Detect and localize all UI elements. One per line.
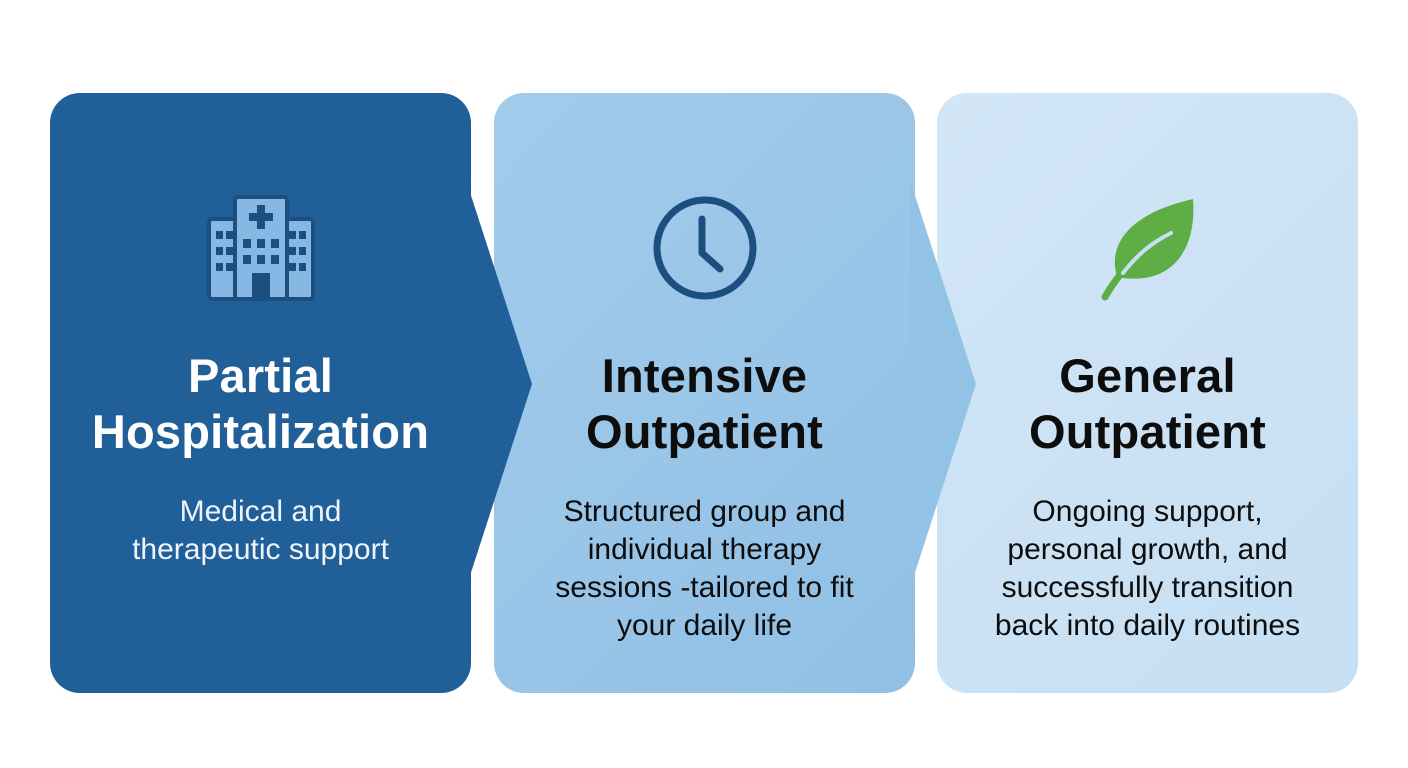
step-card-general-outpatient: General Outpatient Ongoing support, pers… (937, 93, 1358, 693)
step-title: Partial Hospitalization (91, 349, 430, 458)
clock-icon (653, 196, 756, 300)
leaf-icon (1101, 199, 1193, 301)
step-title: General Outpatient (1029, 349, 1266, 458)
step-title: Intensive Outpatient (586, 349, 823, 458)
step-description: Medical and therapeutic support (132, 495, 389, 566)
step-card-partial-hospitalization: Partial Hospitalization Medical and ther… (50, 93, 471, 693)
hospital-icon (206, 195, 315, 301)
step-description: Structured group and individual therapy … (555, 495, 854, 642)
step-description: Ongoing support, personal growth, and su… (994, 495, 1301, 642)
step-card-intensive-outpatient: Intensive Outpatient Structured group an… (494, 93, 915, 693)
